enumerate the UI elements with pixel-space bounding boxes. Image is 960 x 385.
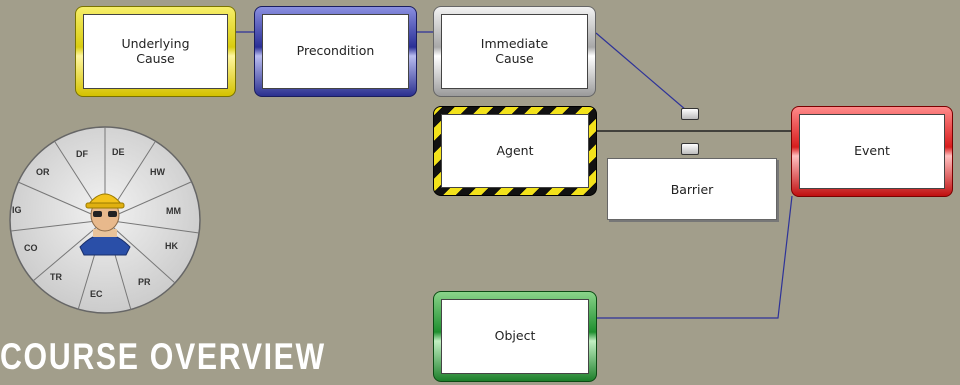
wheel-segment-label: EC: [90, 289, 103, 299]
node-agent-label: Agent: [441, 114, 589, 188]
wheel-segment-label: TR: [50, 272, 62, 282]
wheel-segment-label: PR: [138, 277, 151, 287]
node-barrier[interactable]: Barrier: [607, 158, 777, 220]
section-heading: COURSE OVERVIEW: [0, 336, 326, 377]
wheel-segment-label: DF: [76, 149, 88, 159]
wheel-segment-label: OR: [36, 167, 50, 177]
wheel-segment-label: HW: [150, 167, 165, 177]
worker-hardhat-icon: [79, 193, 131, 256]
node-underlying-cause-label: Underlying Cause: [83, 14, 228, 89]
wheel-segment-label: MM: [166, 206, 181, 216]
node-precondition-label: Precondition: [262, 14, 409, 89]
wheel-segment-label: HK: [165, 241, 178, 251]
node-precondition[interactable]: Precondition: [254, 6, 417, 97]
node-object[interactable]: Object: [433, 291, 597, 382]
link-immediate-gate: [595, 32, 687, 111]
node-immediate-cause[interactable]: Immediate Cause: [433, 6, 596, 97]
wheel-segment-label: DE: [112, 147, 125, 157]
node-underlying-cause[interactable]: Underlying Cause: [75, 6, 236, 97]
barrier-gate-upper[interactable]: [681, 108, 699, 120]
wheel-segment-label: IG: [12, 205, 22, 215]
category-wheel: DF DE HW MM HK PR EC TR CO IG OR: [9, 126, 201, 314]
node-immediate-cause-label: Immediate Cause: [441, 14, 588, 89]
node-event-label: Event: [799, 114, 945, 189]
node-barrier-label: Barrier: [670, 181, 714, 197]
link-object-event: [597, 195, 793, 319]
node-object-label: Object: [441, 299, 589, 374]
node-agent[interactable]: Agent: [433, 106, 597, 196]
wheel-segment-label: CO: [24, 243, 38, 253]
node-event[interactable]: Event: [791, 106, 953, 197]
barrier-gate-lower[interactable]: [681, 143, 699, 155]
